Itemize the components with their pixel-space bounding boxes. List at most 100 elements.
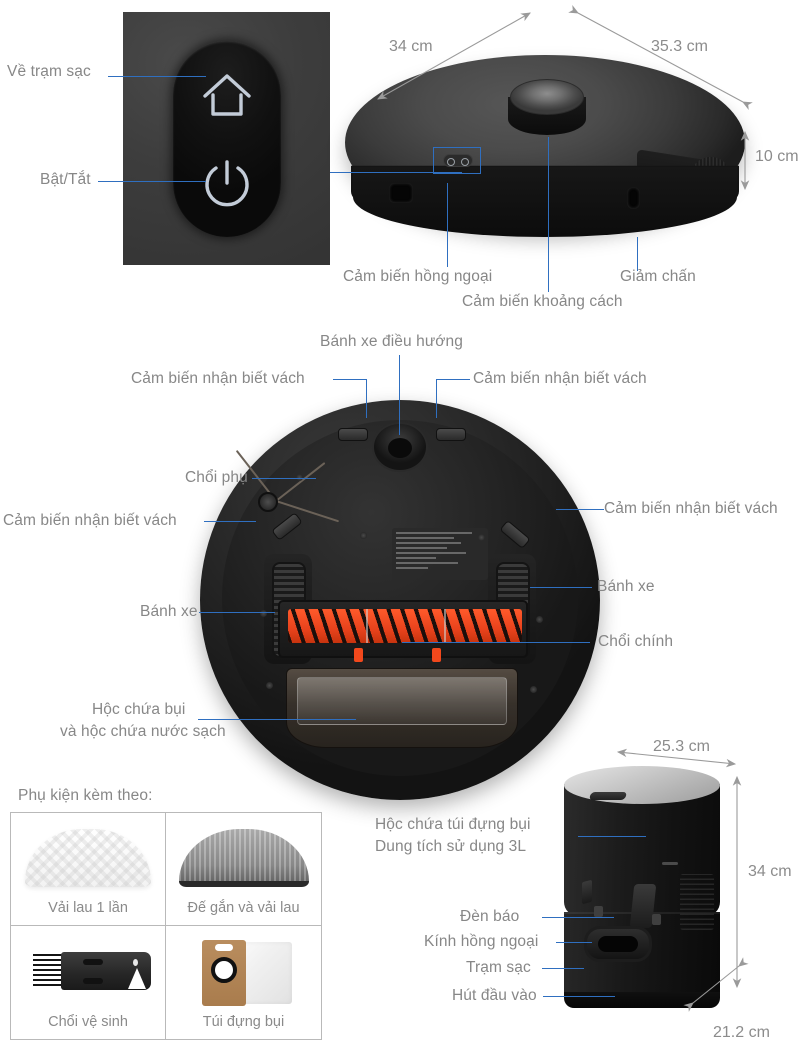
label-cliff-sensor-left: Cảm biến nhận biết vách: [3, 512, 177, 529]
navigation-wheel-part: [372, 422, 428, 472]
control-panel-highlight-box: [433, 147, 481, 174]
cliff-sensor-part-2: [436, 428, 466, 441]
leader-infrared-glass: [556, 942, 592, 944]
brush-release-clip: [354, 648, 363, 662]
label-charging-station: Trạm sạc: [466, 959, 531, 976]
control-panel-button-pill: [172, 40, 281, 237]
lidar-cap: [510, 79, 584, 115]
leader-bumper: [637, 237, 639, 271]
screw: [530, 686, 537, 693]
main-brush-roller: [288, 609, 522, 643]
side-brush-part: [258, 492, 278, 512]
indicator-light-part: [662, 862, 678, 865]
screw: [360, 532, 367, 539]
dock-ramp: [564, 992, 720, 1008]
power-button-small-icon: [447, 157, 455, 166]
leader-side-brush: [252, 478, 316, 480]
dustbin-window: [297, 677, 507, 725]
label-infrared-glass: Kính hồng ngoại: [424, 933, 539, 950]
main-brush-bristles: [288, 609, 522, 643]
robot-bumper: [353, 167, 737, 237]
screw: [260, 610, 267, 617]
robot-top-buttons: [443, 154, 473, 167]
leader-wheel-right: [530, 587, 592, 589]
label-dust-bag-compartment-line2: Dung tích sử dụng 3L: [375, 838, 527, 855]
leader-return-to-dock: [108, 76, 206, 78]
robot-top-view-photo: [345, 55, 745, 255]
leader-cliff-top-left-v: [366, 379, 368, 418]
accessory-label: Vải lau 1 lần: [48, 900, 128, 916]
accessory-item-disposable-mop-cloth[interactable]: Vải lau 1 lần: [11, 813, 166, 926]
leader-cliff-left: [204, 521, 256, 523]
leader-distance-sensor: [548, 137, 550, 292]
leader-navigation-wheel: [399, 355, 401, 435]
control-panel-photo: [123, 12, 330, 265]
infrared-glass-part: [582, 879, 592, 905]
dust-bag-icon: [166, 934, 321, 1006]
screw: [266, 682, 273, 689]
label-power-on-off: Bật/Tắt: [40, 171, 91, 188]
main-brush-divider: [366, 609, 368, 643]
label-bumper: Giảm chấn: [620, 268, 696, 285]
label-navigation-wheel: Bánh xe điều hướng: [320, 333, 463, 350]
label-wheel-left: Bánh xe: [140, 603, 198, 620]
mop-holder-icon: [166, 821, 321, 893]
label-main-brush: Chổi chính: [598, 633, 674, 650]
dustbin-water-tank-part: [286, 668, 518, 748]
dim-height: 10 cm: [755, 148, 799, 165]
dock-lid: [564, 766, 720, 804]
leader-indicator-light: [542, 917, 614, 919]
accessory-label: Chổi vệ sinh: [48, 1014, 128, 1030]
label-dustbin-line1: Hộc chứa bụi: [92, 701, 186, 718]
leader-power: [98, 181, 206, 183]
main-brush-bay: [278, 600, 528, 662]
accessory-item-cleaning-brush[interactable]: Chổi vệ sinh: [11, 926, 166, 1039]
dim-depth: 35.3 cm: [651, 38, 708, 55]
home-icon: [202, 73, 251, 116]
lidar-turret: [508, 79, 586, 141]
cliff-sensor-part-1: [338, 428, 368, 441]
accessory-item-mop-holder[interactable]: Đế gắn và vải lau: [166, 813, 321, 926]
leader-panel-to-robot: [330, 172, 462, 174]
label-distance-sensor: Cảm biến khoảng cách: [462, 293, 623, 310]
leader-cliff-right: [556, 509, 604, 511]
leader-infrared-sensor: [447, 183, 449, 267]
accessory-label: Đế gắn và vải lau: [187, 900, 300, 916]
accessories-grid: Vải lau 1 lần Đế gắn và vải lau Chổi vệ …: [10, 812, 322, 1040]
label-wheel-right: Bánh xe: [597, 578, 655, 595]
leader-dust-bag-compartment: [578, 836, 646, 838]
charging-contact-left: [594, 906, 603, 917]
suction-inlet-part: [584, 926, 652, 962]
power-icon: [204, 159, 249, 206]
dim-dock-width: 25.3 cm: [653, 738, 710, 755]
label-cliff-sensor-right: Cảm biến nhận biết vách: [604, 500, 778, 517]
label-suction-inlet: Hút đầu vào: [452, 987, 537, 1004]
accessory-label: Túi đựng bụi: [202, 1014, 285, 1030]
leader-dustbin: [198, 719, 356, 721]
leader-cliff-top-right-v: [436, 379, 438, 418]
leader-main-brush: [402, 642, 590, 644]
label-dust-bag-compartment-line1: Hộc chứa túi đựng bụi: [375, 816, 531, 833]
robot-bottom-view-photo: [200, 400, 600, 800]
infrared-sensor-window: [389, 183, 413, 203]
accessory-item-dust-bag[interactable]: Túi đựng bụi: [166, 926, 321, 1039]
leader-charging-station: [542, 968, 584, 970]
leader-suction-inlet: [543, 996, 615, 998]
screw: [296, 474, 303, 481]
leader-wheel-left: [199, 612, 275, 614]
label-side-brush: Chổi phụ: [185, 469, 248, 486]
accessories-title: Phụ kiện kèm theo:: [18, 787, 153, 804]
dock-exhaust-grille: [680, 874, 714, 930]
label-indicator-light: Đèn báo: [460, 908, 520, 925]
main-brush-divider: [444, 609, 446, 643]
spec-label-sticker: [392, 528, 488, 580]
leader-cliff-top-left-h: [333, 379, 367, 381]
brush-release-clip: [432, 648, 441, 662]
cleaning-brush-icon: [11, 934, 165, 1006]
dim-width: 34 cm: [389, 38, 433, 55]
label-cliff-sensor-top-left: Cảm biến nhận biết vách: [131, 370, 305, 387]
dock-lid-handle: [588, 792, 628, 800]
screw: [536, 616, 543, 623]
dim-dock-height: 34 cm: [748, 863, 792, 880]
label-infrared-sensor: Cảm biến hồng ngoại: [343, 268, 493, 285]
